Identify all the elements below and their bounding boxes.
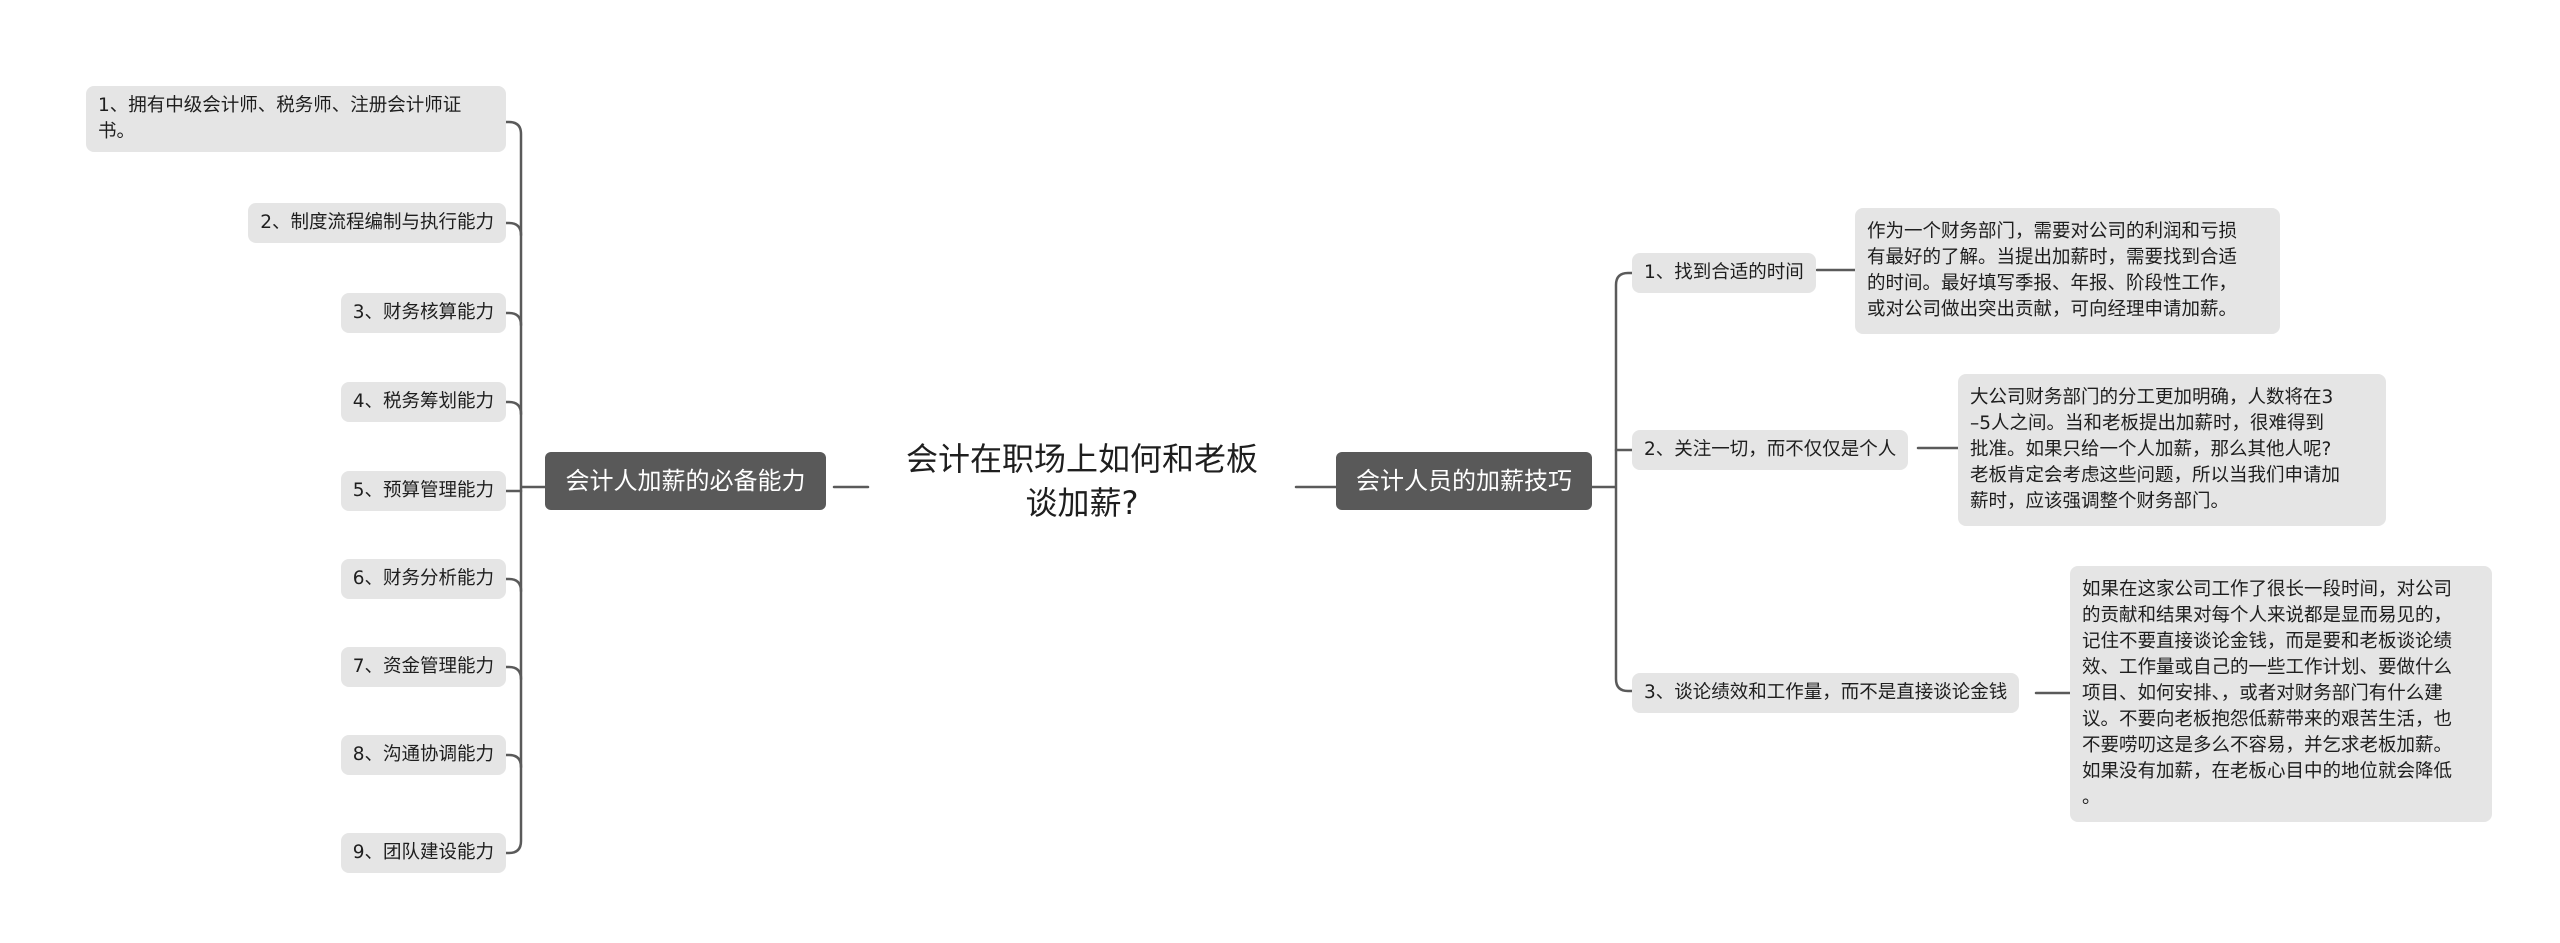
detail-line: 如果没有加薪，在老板心目中的地位就会降低 bbox=[2082, 761, 2453, 782]
detail-line: 议。不要向老板抱怨低薪带来的艰苦生活，也 bbox=[2082, 709, 2453, 730]
left-item-6-label: 6、财务分析能力 bbox=[352, 568, 494, 589]
connector-left-item-8 bbox=[504, 753, 523, 769]
detail-line: –5人之间。当和老板提出加薪时，很难得到 bbox=[1970, 413, 2325, 434]
detail-line: 作为一个财务部门，需要对公司的利润和亏损 bbox=[1867, 221, 2238, 242]
left-item-9[interactable]: 9、团队建设能力 bbox=[340, 833, 506, 873]
detail-line: 不要唠叨这是多么不容易，并乞求老板加薪。 bbox=[2082, 735, 2453, 756]
detail-line: 老板肯定会考虑这些问题，所以当我们申请加 bbox=[1970, 465, 2341, 486]
left-item-7[interactable]: 7、资金管理能力 bbox=[340, 647, 506, 687]
left-item-1-line2: 书。 bbox=[98, 121, 136, 142]
detail-line: 的时间。最好填写季报、年报、阶段性工作， bbox=[1867, 273, 2238, 294]
left-item-1-line1: 1、拥有中级会计师、税务师、注册会计师证 bbox=[98, 95, 462, 116]
right-item-1-detail[interactable]: 作为一个财务部门，需要对公司的利润和亏损 有最好的了解。当提出加薪时，需要找到合… bbox=[1855, 208, 2280, 334]
detail-line: 批准。如果只给一个人加薪，那么其他人呢? bbox=[1970, 439, 2332, 460]
left-item-7-label: 7、资金管理能力 bbox=[352, 656, 494, 677]
connector-left-item-7 bbox=[504, 665, 523, 681]
right-item-2-detail[interactable]: 大公司财务部门的分工更加明确，人数将在3 –5人之间。当和老板提出加薪时，很难得… bbox=[1958, 374, 2386, 526]
left-item-9-label: 9、团队建设能力 bbox=[352, 842, 494, 863]
connector-left-item-3 bbox=[504, 311, 523, 327]
left-item-3-label: 3、财务核算能力 bbox=[352, 302, 494, 323]
connector-right-spine bbox=[1590, 271, 1634, 693]
left-item-8[interactable]: 8、沟通协调能力 bbox=[340, 735, 506, 775]
left-item-4-label: 4、税务筹划能力 bbox=[352, 391, 494, 412]
right-item-3-label: 3、谈论绩效和工作量，而不是直接谈论金钱 bbox=[1644, 682, 2008, 703]
left-item-3[interactable]: 3、财务核算能力 bbox=[340, 293, 506, 333]
branch-node-left[interactable]: 会计人加薪的必备能力 bbox=[545, 452, 826, 510]
left-item-8-label: 8、沟通协调能力 bbox=[352, 744, 494, 765]
left-item-6[interactable]: 6、财务分析能力 bbox=[340, 559, 506, 599]
left-item-4[interactable]: 4、税务筹划能力 bbox=[340, 382, 506, 422]
left-item-1[interactable]: 1、拥有中级会计师、税务师、注册会计师证 书。 bbox=[86, 86, 506, 152]
root-topic-line1: 会计在职场上如何和老板 bbox=[905, 440, 1258, 478]
right-item-2[interactable]: 2、关注一切，而不仅仅是个人 bbox=[1632, 430, 1909, 470]
left-item-2-label: 2、制度流程编制与执行能力 bbox=[260, 212, 494, 233]
right-item-2-label: 2、关注一切，而不仅仅是个人 bbox=[1644, 439, 1897, 460]
right-item-1-label: 1、找到合适的时间 bbox=[1644, 262, 1804, 283]
connector-left-item-4 bbox=[504, 400, 523, 416]
left-item-5-label: 5、预算管理能力 bbox=[352, 480, 494, 501]
right-item-3[interactable]: 3、谈论绩效和工作量，而不是直接谈论金钱 bbox=[1632, 673, 2020, 713]
left-item-5[interactable]: 5、预算管理能力 bbox=[340, 471, 506, 511]
connector-left-item-6 bbox=[504, 577, 523, 593]
root-topic[interactable]: 会计在职场上如何和老板 谈加薪? bbox=[868, 437, 1296, 525]
connector-left-spine bbox=[504, 120, 547, 855]
connector-left-item-2 bbox=[504, 221, 523, 237]
detail-line: 项目、如何安排、，或者对财务部门有什么建 bbox=[2082, 683, 2443, 704]
detail-line: 或对公司做出突出贡献，可向经理申请加薪。 bbox=[1867, 299, 2238, 320]
detail-line: 的贡献和结果对每个人来说都是显而易见的， bbox=[2082, 605, 2453, 626]
branch-node-right[interactable]: 会计人员的加薪技巧 bbox=[1336, 452, 1592, 510]
detail-line: 薪时，应该强调整个财务部门。 bbox=[1970, 491, 2230, 512]
detail-line: 效、工作量或自己的一些工作计划、要做什么 bbox=[2082, 657, 2453, 678]
detail-line: 。 bbox=[2082, 787, 2101, 808]
branch-node-right-label: 会计人员的加薪技巧 bbox=[1356, 467, 1572, 495]
branch-node-left-label: 会计人加薪的必备能力 bbox=[565, 467, 806, 495]
detail-line: 如果在这家公司工作了很长一段时间，对公司 bbox=[2082, 579, 2453, 600]
right-item-3-detail[interactable]: 如果在这家公司工作了很长一段时间，对公司 的贡献和结果对每个人来说都是显而易见的… bbox=[2070, 566, 2492, 822]
left-item-2[interactable]: 2、制度流程编制与执行能力 bbox=[248, 203, 506, 243]
detail-line: 有最好的了解。当提出加薪时，需要找到合适 bbox=[1867, 247, 2238, 268]
detail-line: 大公司财务部门的分工更加明确，人数将在3 bbox=[1970, 387, 2334, 408]
root-topic-line2: 谈加薪? bbox=[1025, 484, 1139, 522]
detail-line: 记住不要直接谈论金钱，而是要和老板谈论绩 bbox=[2082, 631, 2453, 652]
right-item-1[interactable]: 1、找到合适的时间 bbox=[1632, 253, 1816, 293]
